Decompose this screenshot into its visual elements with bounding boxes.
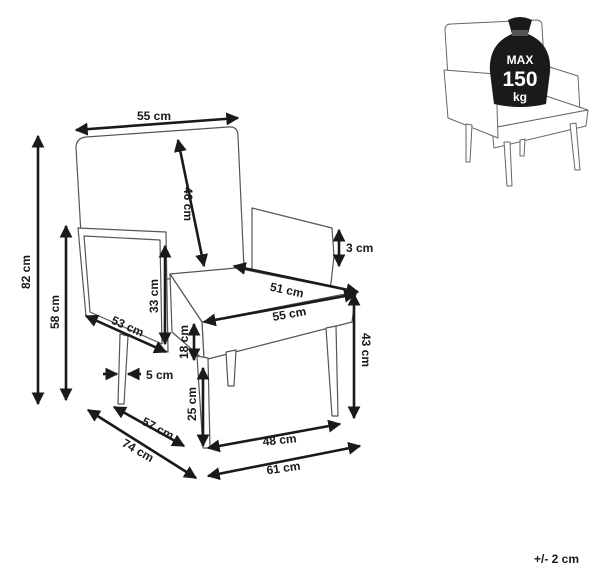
weight-bag-icon bbox=[489, 17, 551, 107]
label-seat-cushion-height: 18 cm bbox=[177, 325, 191, 359]
dim-line-total-width bbox=[206, 441, 362, 481]
max-load-unit: kg bbox=[513, 90, 527, 104]
thumb-chair-left-armrest bbox=[443, 69, 499, 139]
tolerance-note: +/- 2 cm bbox=[534, 552, 580, 566]
dim-line-seat-width bbox=[202, 289, 358, 327]
chair-drawing bbox=[75, 126, 357, 449]
label-leg-height: 25 cm bbox=[185, 387, 199, 421]
max-load-label: MAX bbox=[507, 53, 534, 67]
label-leg-spacing-front: 48 cm bbox=[262, 431, 297, 448]
label-leg-offset: 5 cm bbox=[146, 368, 173, 382]
max-load-value: 150 bbox=[502, 68, 537, 91]
weight-bag-knot bbox=[512, 30, 528, 36]
label-back-width: 55 cm bbox=[137, 109, 171, 123]
label-armrest-thickness: 3 cm bbox=[346, 241, 373, 255]
label-side-depth: 57 cm bbox=[140, 414, 177, 442]
label-seat-width: 55 cm bbox=[271, 304, 307, 324]
chair-leg-back-right bbox=[225, 349, 237, 387]
dim-line-back-width bbox=[74, 112, 240, 136]
dim-line-armrest-length bbox=[84, 314, 168, 354]
label-seat-depth: 51 cm bbox=[269, 280, 305, 301]
thumb-chair-leg-front-left bbox=[503, 141, 513, 187]
label-armrest-side-height: 33 cm bbox=[147, 279, 161, 313]
max-load-illustration: MAX 150 kg bbox=[443, 17, 589, 187]
label-seat-height: 43 cm bbox=[359, 333, 373, 367]
chair-leg-back-left bbox=[117, 333, 129, 405]
chair-leg-front-right bbox=[325, 325, 339, 417]
dim-line-seat-depth bbox=[232, 262, 360, 296]
thumb-chair-leg-back bbox=[465, 123, 473, 163]
thumb-chair-seat-front bbox=[491, 109, 589, 149]
dim-line-back-height bbox=[173, 138, 209, 268]
label-total-height: 82 cm bbox=[19, 255, 33, 289]
dim-line-total-depth bbox=[86, 408, 198, 480]
dimension-lines bbox=[31, 112, 362, 481]
thumb-chair-leg-middle bbox=[519, 138, 526, 157]
thumb-chair-leg-front-right bbox=[569, 122, 581, 171]
label-back-height: 46 cm bbox=[181, 187, 195, 221]
label-armrest-height: 58 cm bbox=[48, 295, 62, 329]
label-total-width: 61 cm bbox=[266, 459, 302, 478]
